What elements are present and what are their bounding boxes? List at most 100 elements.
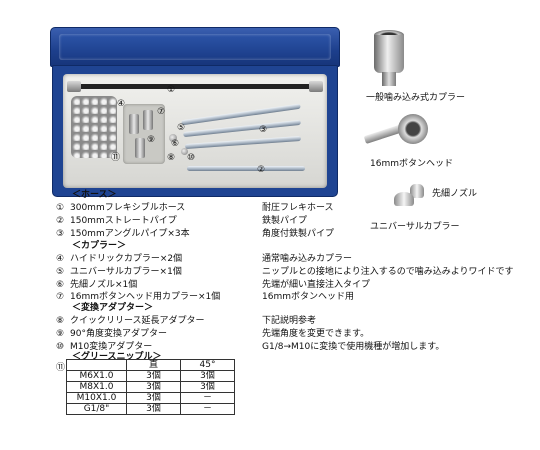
hose-item-3: ③ 150mmアングルパイプ×3本	[56, 229, 190, 240]
marker-6: ⑥	[171, 139, 180, 149]
marker-8: ⑧	[167, 153, 176, 163]
table-cell: M10X1.0	[66, 392, 127, 404]
item-number: ②	[56, 216, 65, 226]
item-number: ④	[56, 254, 65, 264]
hose-item-1: ① 300mmフレキシブルホース	[56, 203, 185, 214]
hose-fitting-right	[309, 81, 323, 92]
coupler-label: 一般噛み込み式カプラー	[366, 93, 466, 103]
hose-header: ＜ホース＞	[72, 190, 117, 200]
item-name: ユニバーサルカプラー×1個	[70, 267, 182, 277]
nozzle-photo	[408, 180, 426, 200]
grease-nipple-table: 直 45° M6X1.0 3個 3個 M8X1.0 3個 3個 M10X1.0 …	[66, 359, 235, 415]
case-lid	[50, 27, 340, 67]
item-number: ⑥	[56, 280, 65, 290]
coupler-photo	[368, 30, 410, 86]
adapter-header: ＜変換アダプター＞	[72, 303, 154, 313]
adapter-item-2: ⑨ 90°角度変換アダプター	[56, 329, 167, 340]
table-cell: 3個	[126, 381, 181, 393]
small-nozzle	[181, 148, 188, 155]
hose-item-3-desc: 角度付鉄製パイプ	[262, 229, 335, 239]
universal-coupler-photo	[394, 192, 414, 206]
flexible-hose	[77, 84, 317, 89]
table-header-cell: 直	[126, 359, 181, 371]
coupler-item-3-desc: 先端が細い直接注入タイプ	[262, 280, 371, 290]
item-name: 16mmボタンヘッド用カプラー×1個	[70, 292, 221, 302]
table-header-cell: 45°	[180, 359, 235, 371]
coupler-item-3: ⑥ 先細ノズル×1個	[56, 280, 137, 291]
coupler-item-1-desc: 通常噛み込みカプラー	[262, 254, 353, 264]
item-name: 90°角度変換アダプター	[70, 329, 167, 339]
item-number: ⑨	[56, 329, 65, 339]
adapter-item-1: ⑧ クイックリリース延長アダプター	[56, 316, 205, 327]
item-name: 先細ノズル×1個	[70, 280, 138, 290]
table-header-row: 直 45°	[66, 359, 235, 371]
coupler-item-4: ⑦ 16mmボタンヘッド用カプラー×1個	[56, 292, 220, 303]
table-cell: G1/8"	[66, 403, 127, 415]
nipple-number: ⑪	[56, 363, 66, 373]
button-head-label: 16mmボタンヘッド	[370, 159, 453, 169]
item-number: ⑧	[56, 316, 65, 326]
item-number: ⑦	[56, 292, 65, 302]
case-body: ① ② ③ ④ ⑤ ⑥ ⑦ ⑧ ⑨ ⑩ ⑪	[52, 65, 338, 197]
table-row: M10X1.0 3個 －	[66, 392, 235, 404]
nozzle-label: 先細ノズル	[432, 189, 478, 199]
marker-3: ③	[259, 125, 268, 135]
grease-nipples	[71, 96, 117, 158]
marker-9: ⑨	[147, 135, 156, 145]
table-cell: M8X1.0	[66, 381, 127, 393]
table-cell: M6X1.0	[66, 370, 127, 382]
table-row: M6X1.0 3個 3個	[66, 370, 235, 382]
button-head-photo	[358, 108, 444, 148]
table-cell: －	[180, 392, 235, 404]
marker-5: ⑤	[177, 123, 186, 133]
item-number: ⑩	[56, 342, 65, 352]
marker-11: ⑪	[111, 153, 121, 163]
case-tray: ① ② ③ ④ ⑤ ⑥ ⑦ ⑧ ⑨ ⑩ ⑪	[63, 74, 327, 188]
coupler-item-2: ⑤ ユニバーサルカプラー×1個	[56, 267, 182, 278]
item-name: 300mmフレキシブルホース	[70, 203, 186, 213]
hose-item-2: ② 150mmストレートパイプ	[56, 216, 177, 227]
table-cell: 3個	[126, 403, 181, 415]
nipple-header: ＜グリースニップル＞	[72, 352, 162, 362]
coupler-item-1: ④ ハイドリックカプラー×2個	[56, 254, 182, 265]
table-cell: 3個	[126, 392, 181, 404]
marker-7: ⑦	[157, 107, 166, 117]
item-number: ③	[56, 229, 65, 239]
table-row: M8X1.0 3個 3個	[66, 381, 235, 393]
angle-pipe-3	[184, 135, 302, 150]
item-number: ①	[56, 203, 65, 213]
marker-4: ④	[117, 99, 126, 109]
item-name: M10変換アダプター	[70, 342, 153, 352]
adapter-item-2-desc: 先端角度を変更できます。	[262, 329, 370, 339]
item-name: 150mmストレートパイプ	[70, 216, 177, 226]
coupler-part-3	[135, 138, 145, 158]
tool-case-photo: ① ② ③ ④ ⑤ ⑥ ⑦ ⑧ ⑨ ⑩ ⑪	[50, 27, 340, 202]
coupler-item-2-desc: ニップルとの接地により注入するので噛み込みよりワイドです	[262, 267, 514, 277]
adapter-item-1-desc: 下記説明参考	[262, 316, 317, 326]
item-number: ⑤	[56, 267, 65, 277]
item-name: ハイドリックカプラー×2個	[70, 254, 183, 264]
marker-10: ⑩	[187, 153, 196, 163]
adapter-item-3: ⑩ M10変換アダプター	[56, 342, 152, 353]
universal-coupler-label: ユニバーサルカプラー	[370, 222, 460, 232]
table-header-cell	[66, 359, 127, 371]
table-cell: 3個	[180, 381, 235, 393]
coupler-part-2	[143, 110, 153, 130]
coupler-header: ＜カプラー＞	[72, 241, 127, 251]
table-cell: －	[180, 403, 235, 415]
table-cell: 3個	[180, 370, 235, 382]
marker-2: ②	[257, 165, 266, 175]
straight-pipe	[187, 166, 305, 171]
marker-1: ①	[167, 85, 176, 95]
item-name: クイックリリース延長アダプター	[70, 316, 205, 326]
adapter-item-3-desc: G1/8→M10に変換で使用機種が増加します。	[262, 342, 445, 352]
hose-item-2-desc: 鉄製パイプ	[262, 216, 308, 226]
hose-fitting-left	[67, 81, 81, 92]
item-name: 150mmアングルパイプ×3本	[70, 229, 190, 239]
coupler-item-4-desc: 16mmボタンヘッド用	[262, 292, 354, 302]
small-adapter	[169, 134, 177, 142]
hose-item-1-desc: 耐圧フレキホース	[262, 203, 334, 213]
table-cell: 3個	[126, 370, 181, 382]
coupler-part-1	[129, 114, 139, 134]
table-row: G1/8" 3個 －	[66, 403, 235, 415]
